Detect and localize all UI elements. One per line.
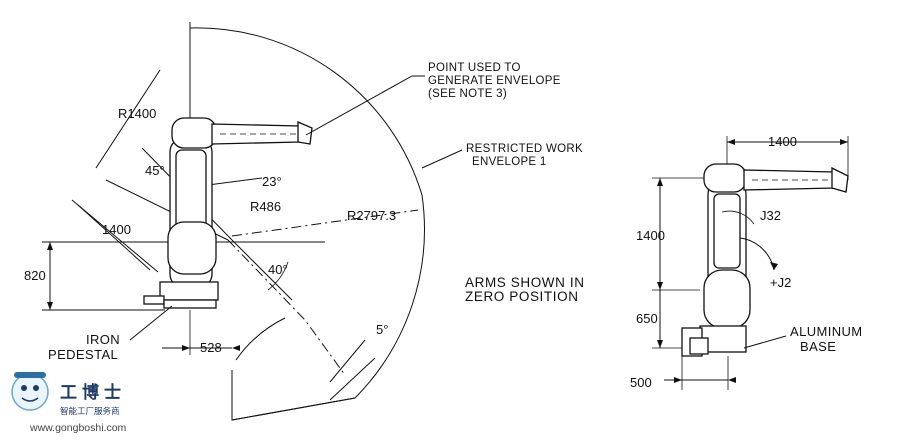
note-restricted-2: ENVELOPE 1 (472, 156, 547, 168)
robot-right (681, 163, 849, 357)
watermark-subtitle: 智能工厂服务商 (60, 406, 120, 417)
j3-arc (721, 210, 755, 225)
work-envelope-view (42, 22, 463, 421)
watermark-logo (11, 372, 49, 411)
reach-line-upper (95, 69, 161, 169)
note-point-2: GENERATE ENVELOPE (428, 75, 561, 87)
label-23: 23° (262, 174, 282, 189)
label-side-1400: 1400 (636, 228, 665, 243)
label-aluminum: ALUMINUM (790, 324, 863, 339)
robot-left (143, 117, 313, 309)
alu-leader (743, 335, 787, 349)
lower-arc-2 (329, 357, 376, 401)
label-j2: +J2 (770, 275, 791, 290)
label-r1400: R1400 (118, 106, 156, 121)
angle-40-arc (267, 261, 289, 291)
note-arms-1: ARMS SHOWN IN (465, 275, 585, 290)
label-base: BASE (800, 339, 836, 354)
label-r486: R486 (250, 199, 281, 214)
iron-leader (129, 305, 173, 341)
envelope-arc (189, 22, 425, 421)
label-500: 500 (630, 375, 652, 390)
angle-40-line (231, 239, 293, 301)
label-650: 650 (636, 311, 658, 326)
label-r2797: R2797.3 (347, 208, 396, 223)
label-pedestal: PEDESTAL (48, 347, 118, 362)
lower-arc (235, 317, 286, 361)
note-arms-2: ZERO POSITION (465, 289, 579, 304)
label-820: 820 (24, 268, 46, 283)
label-iron: IRON (86, 332, 120, 347)
label-5: 5° (376, 322, 388, 337)
label-1400-left: 1400 (102, 222, 131, 237)
label-40: 40° (268, 262, 288, 277)
dim-1400-line (77, 204, 151, 271)
angle-5-line (329, 339, 366, 383)
note-restricted-1: RESTRICTED WORK (466, 143, 583, 155)
watermark-url: www.gongboshi.com (29, 422, 127, 434)
watermark-brand: 工博士 (60, 382, 126, 403)
reach-23-line (207, 177, 263, 186)
label-528: 528 (200, 340, 222, 355)
envelope-center-dash (227, 239, 346, 376)
mascot-icon (11, 373, 49, 411)
label-top-1400: 1400 (768, 134, 797, 149)
point-leader (305, 75, 425, 136)
label-45: 45° (145, 163, 165, 178)
label-j3: J32 (760, 208, 781, 223)
side-view (652, 136, 849, 390)
note-point-3: (SEE NOTE 3) (428, 88, 507, 100)
envelope-bottom (231, 397, 356, 421)
restricted-leader (421, 149, 463, 169)
note-point-1: POINT USED TO (428, 62, 521, 74)
